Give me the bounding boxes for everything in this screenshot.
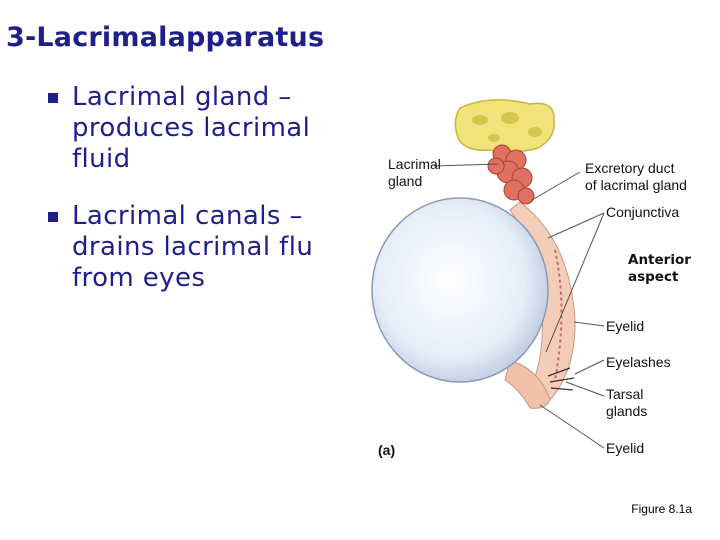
- label-conjunctiva: Conjunctiva: [606, 204, 680, 220]
- square-bullet-icon: [48, 93, 58, 103]
- bullet-line: Lacrimal gland –: [72, 82, 292, 112]
- label-lacrimal-gland: Lacrimal gland: [388, 156, 441, 190]
- label-panel-letter: (a): [378, 442, 396, 458]
- bullet-line: produces lacrimal: [72, 113, 311, 143]
- label-anterior-aspect: Anterior aspect: [628, 252, 691, 286]
- eyeball-shape: [371, 197, 549, 383]
- lacrimal-gland-shape: [487, 144, 535, 205]
- label-line: Excretory duct: [585, 160, 675, 176]
- label-line: glands: [606, 403, 648, 419]
- bullet-line: Lacrimal canals –: [72, 201, 303, 231]
- label-line: aspect: [628, 269, 679, 285]
- label-line: Lacrimal: [388, 156, 441, 172]
- label-line: Anterior: [628, 252, 691, 268]
- bullet-line: fluid: [72, 144, 131, 174]
- slide-title: 3-Lacrimalapparatus: [6, 22, 325, 53]
- square-bullet-icon: [48, 212, 58, 222]
- label-tarsal-glands: Tarsal glands: [606, 386, 647, 420]
- bullet-line: from eyes: [72, 263, 206, 293]
- label-excretory-duct: Excretory duct of lacrimal gland: [585, 160, 687, 194]
- bullet-list: Lacrimal gland – produces lacrimal fluid…: [48, 82, 368, 320]
- label-line: gland: [388, 173, 423, 189]
- label-line: of lacrimal gland: [585, 177, 687, 193]
- label-eyelid-lower: Eyelid: [606, 440, 645, 456]
- figure-caption: Figure 8.1a: [631, 502, 692, 516]
- label-eyelashes: Eyelashes: [606, 354, 671, 370]
- label-eyelid-upper: Eyelid: [606, 318, 645, 334]
- eye-illustration: [371, 99, 605, 449]
- bullet-line: drains lacrimal flu: [72, 232, 314, 262]
- bullet-item-lacrimal-canals: Lacrimal canals – drains lacrimal flu fr…: [48, 201, 368, 294]
- lacrimal-apparatus-diagram: Lacrimal gland Excretory duct of lacrima…: [370, 90, 720, 470]
- label-line: Tarsal: [606, 386, 644, 402]
- orbital-bone-shape: [454, 99, 555, 153]
- bullet-item-lacrimal-gland: Lacrimal gland – produces lacrimal fluid: [48, 82, 368, 175]
